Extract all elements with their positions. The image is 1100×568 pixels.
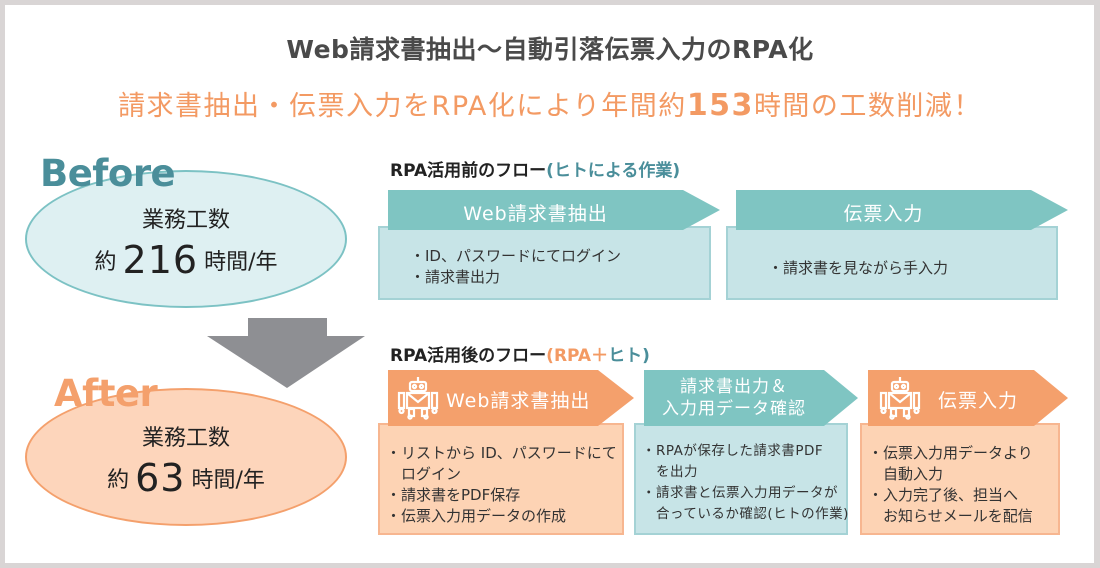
bullet: ・伝票入力用データより <box>868 444 1033 462</box>
after-prefix: 約 <box>107 468 130 493</box>
before-step1-bullets: ・ID、パスワードにてログイン ・請求書出力 <box>410 246 621 288</box>
after-step1-box: ・リストから ID、パスワードにて ログイン ・請求書をPDF保存 ・伝票入力用… <box>378 423 624 535</box>
before-flow-title: RPA活用前のフロー(ヒトによる作業) <box>390 156 680 181</box>
bullet: ・請求書出力 <box>410 268 501 286</box>
bullet: ・ID、パスワードにてログイン <box>410 247 621 265</box>
bullet: 自動入力 <box>868 465 944 483</box>
after-label: After <box>54 372 158 415</box>
after-workload-label: 業務工数 <box>141 426 230 451</box>
subtitle: 請求書抽出・伝票入力をRPA化により年間約153時間の工数削減！ <box>0 84 1100 123</box>
after-flow-title-text: RPA活用後のフロー <box>390 346 547 366</box>
before-step1-chevron: Web請求書抽出 <box>388 190 720 230</box>
before-hours: 216 <box>122 238 199 282</box>
before-step2-bullets: ・請求書を見ながら手入力 <box>768 258 948 279</box>
bullet: 合っているか確認(ヒトの作業) <box>642 506 849 522</box>
bullet: ・請求書をPDF保存 <box>386 486 521 504</box>
after-step1-bullets: ・リストから ID、パスワードにて ログイン ・請求書をPDF保存 ・伝票入力用… <box>386 443 617 527</box>
before-workload-label: 業務工数 <box>141 208 230 233</box>
after-step1-label: Web請求書抽出 <box>446 390 591 412</box>
after-step3-label: 伝票入力 <box>938 390 1019 412</box>
bullet: ・請求書と伝票入力用データが <box>642 485 838 501</box>
after-step3-bullets: ・伝票入力用データより 自動入力 ・入力完了後、担当へ お知らせメールを配信 <box>868 443 1033 527</box>
before-label: Before <box>40 152 176 195</box>
before-flow-note: (ヒトによる作業) <box>546 161 681 181</box>
subtitle-pre: 請求書抽出・伝票入力をRPA化により年間約 <box>118 91 687 122</box>
after-unit: 時間/年 <box>191 468 265 493</box>
bullet: を出力 <box>642 464 698 480</box>
after-flow-note-rpa: RPA＋ <box>553 346 609 366</box>
after-step3-chevron: 伝票入力 <box>868 370 1068 426</box>
after-step2-bullets: ・RPAが保存した請求書PDF を出力 ・請求書と伝票入力用データが 合っている… <box>642 441 849 525</box>
subtitle-number: 153 <box>686 88 754 123</box>
bullet: ・伝票入力用データの作成 <box>386 507 567 525</box>
page-title: Web請求書抽出〜自動引落伝票入力のRPA化 <box>286 35 814 64</box>
before-unit: 時間/年 <box>204 250 278 275</box>
bullet: ・RPAが保存した請求書PDF <box>642 443 824 459</box>
robot-icon <box>397 377 439 420</box>
bullet: ・リストから ID、パスワードにて <box>386 444 617 462</box>
after-step2-chevron: 請求書出力＆ 入力用データ確認 <box>644 370 858 426</box>
after-step1-chevron: Web請求書抽出 <box>388 370 634 426</box>
after-hours: 63 <box>135 456 186 500</box>
before-flow-title-text: RPA活用前のフロー <box>390 161 547 181</box>
bullet: ・入力完了後、担当へ <box>868 486 1019 504</box>
before-step1-label: Web請求書抽出 <box>463 203 608 225</box>
after-flow-title: RPA活用後のフロー(RPA＋ヒト) <box>390 341 650 366</box>
bullet: ・請求書を見ながら手入力 <box>768 259 949 277</box>
after-step2-label: 請求書出力＆ 入力用データ確認 <box>644 376 824 420</box>
robot-icon <box>879 377 921 420</box>
after-step2-label-line2: 入力用データ確認 <box>662 399 806 419</box>
before-step2-label: 伝票入力 <box>843 203 924 225</box>
bullet: お知らせメールを配信 <box>868 507 1033 525</box>
after-flow-note-open: ( <box>546 346 554 366</box>
bullet: ログイン <box>386 465 462 483</box>
down-arrow-icon <box>207 318 365 388</box>
after-step2-label-line1: 請求書出力＆ <box>680 377 788 397</box>
subtitle-post: 時間の工数削減！ <box>753 91 982 122</box>
after-step2-box: ・RPAが保存した請求書PDF を出力 ・請求書と伝票入力用データが 合っている… <box>634 423 848 535</box>
before-step1-box: ・ID、パスワードにてログイン ・請求書出力 <box>378 226 711 300</box>
after-flow-note-human: ヒト) <box>608 346 650 366</box>
before-step2-box: ・請求書を見ながら手入力 <box>726 226 1058 300</box>
before-step2-chevron: 伝票入力 <box>736 190 1068 230</box>
after-step3-box: ・伝票入力用データより 自動入力 ・入力完了後、担当へ お知らせメールを配信 <box>860 423 1060 535</box>
before-prefix: 約 <box>94 250 117 275</box>
